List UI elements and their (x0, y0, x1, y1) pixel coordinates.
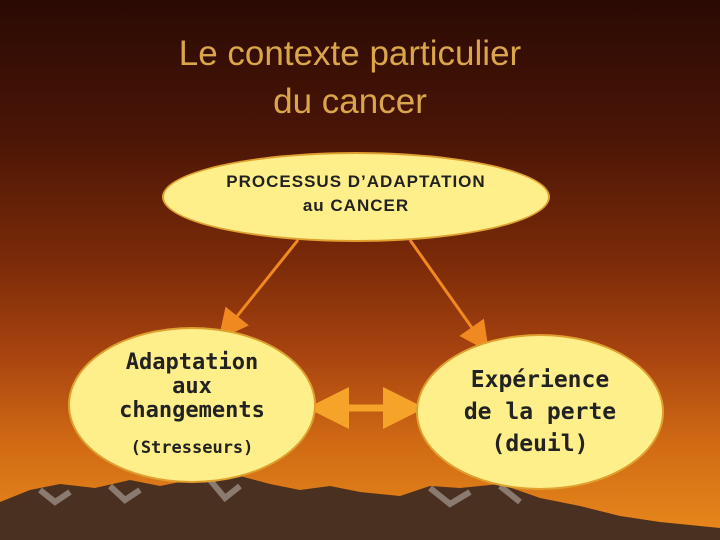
adaptation-line-2: aux (172, 374, 212, 399)
process-node-line-2: au CANCER (302, 196, 410, 215)
arrow-to-adaptation (218, 239, 300, 340)
adaptation-line-3: changements (119, 398, 265, 423)
loss-experience-node: Expérience de la perte (deuil) (416, 334, 664, 490)
arrow-to-loss (408, 239, 489, 352)
adaptation-node: Adaptation aux changements (Stresseurs) (68, 327, 316, 483)
adaptation-line-1: Adaptation (125, 350, 259, 375)
slide-title-line-2: du cancer (273, 82, 427, 121)
mountain-highlights (38, 478, 522, 508)
adaptation-line-4: (Stresseurs) (130, 438, 254, 458)
loss-line-2: de la perte (463, 399, 617, 425)
slide-title-line-1: Le contexte particulier (178, 34, 522, 73)
process-node: PROCESSUS D’ADAPTATION au CANCER (162, 152, 550, 242)
mountain-silhouette (0, 476, 720, 540)
mountain-range (0, 476, 720, 540)
loss-line-3: (deuil) (491, 431, 589, 457)
loss-line-1: Expérience (470, 367, 610, 393)
process-node-line-1: PROCESSUS D’ADAPTATION (226, 172, 486, 191)
